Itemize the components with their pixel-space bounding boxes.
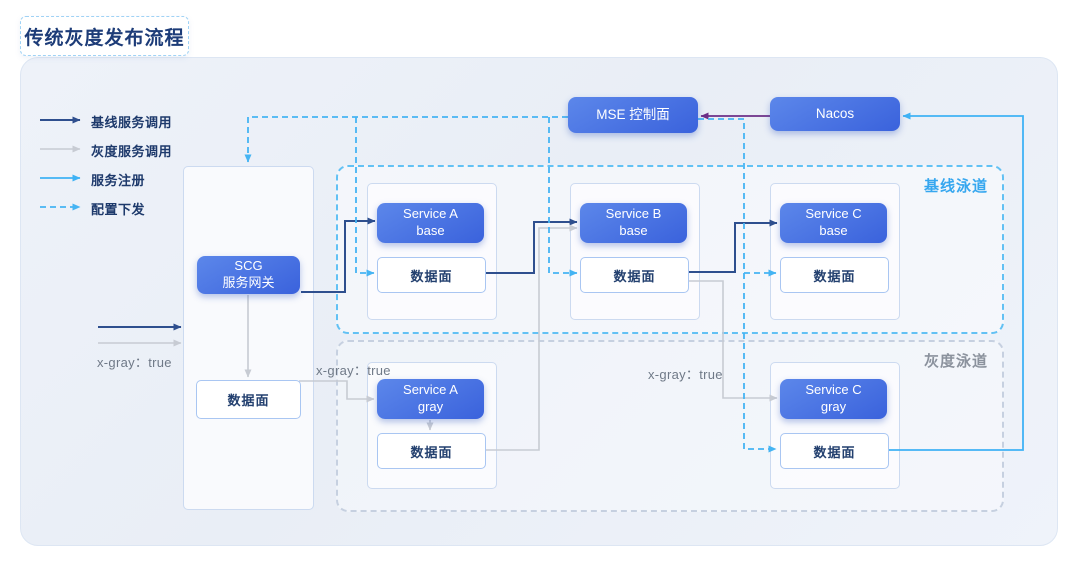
service-b-base-dataplane-box: 数据面 [580, 257, 689, 293]
service-a-base-dataplane-box: 数据面 [377, 257, 486, 293]
service-c-gray-dataplane-box: 数据面 [780, 433, 889, 469]
nacos-node: Nacos [770, 97, 900, 131]
gray-swimlane-label: 灰度泳道 [923, 353, 988, 370]
page-title-text: 传统灰度发布流程 [24, 27, 185, 49]
scg-dataplane-box: 数据面 [196, 380, 301, 419]
scg-gateway-node: SCG 服务网关 [197, 256, 300, 294]
xgray-annotation-gateway: x-gray：true [97, 355, 172, 370]
xgray-annotation-service-a: x-gray：true [316, 363, 391, 378]
service-c-gray-node: Service C gray [780, 379, 887, 419]
mse-control-plane-node: MSE 控制面 [568, 97, 698, 133]
legend-item-config-push: 配置下发 [91, 202, 146, 217]
page-title: 传统灰度发布流程 [20, 16, 189, 56]
service-a-base-node: Service A base [377, 203, 484, 243]
legend-item-service-register: 服务注册 [91, 173, 146, 188]
baseline-swimlane-label: 基线泳道 [923, 178, 988, 195]
service-c-base-dataplane-box: 数据面 [780, 257, 889, 293]
service-a-gray-dataplane-box: 数据面 [377, 433, 486, 469]
service-b-base-node: Service B base [580, 203, 687, 243]
service-a-gray-node: Service A gray [377, 379, 484, 419]
legend-item-baseline-call: 基线服务调用 [91, 115, 173, 130]
xgray-annotation-service-c: x-gray：true [648, 367, 723, 382]
service-c-base-node: Service C base [780, 203, 887, 243]
scg-gateway-container [183, 166, 314, 510]
legend-item-gray-call: 灰度服务调用 [91, 144, 173, 159]
